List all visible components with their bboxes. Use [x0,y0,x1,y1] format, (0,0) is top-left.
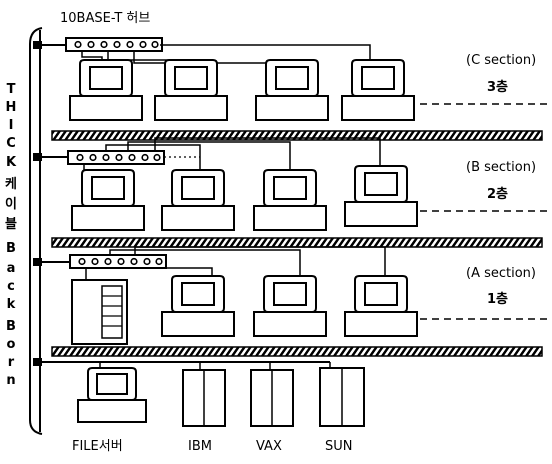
server-label: VAX [256,439,282,454]
section-label: (B section) [466,160,536,175]
cable-label-char: k [7,297,16,312]
server-row: FILE서버 IBM VAX SUN [42,361,365,454]
workstation [344,275,418,337]
workstation [341,59,415,121]
cable-label-char: 케 [5,177,17,192]
vax-system [250,369,294,427]
workstation [253,275,327,337]
floor-1-group: (A section) 1층 [42,246,548,357]
server-label: SUN [325,439,353,454]
tap-connector [33,358,42,366]
workstation [255,59,329,121]
cable-label-char: B [6,319,16,334]
sun-system [319,367,365,427]
cable-label-char: c [7,279,15,294]
workstation [344,165,418,227]
hub-floor-2 [67,150,165,165]
section-label: (C section) [466,53,536,68]
tap-connector [33,41,42,49]
cable-label-char: H [6,100,17,115]
hub-title: 10BASE-T 허브 [60,11,150,26]
ibm-mainframe [182,369,226,427]
workstation [161,169,235,231]
floor-slab [51,346,543,357]
cable-label-char: a [7,261,16,276]
tap-connector [33,258,42,266]
cable-label-char: 블 [5,217,17,232]
floor-label: 3층 [487,79,508,95]
floor-slab [51,237,543,248]
workstation [253,169,327,231]
cable-label-char: C [6,136,16,151]
file-server-tower [71,279,128,345]
section-label: (A section) [466,266,536,281]
cable-label: T H I C K 케 이 블 B a c k B o r n [5,82,17,388]
floor-2-group: (B section) 2층 [42,137,548,248]
hub-floor-3 [65,37,163,52]
cable-label-char: n [6,373,15,388]
cable-label-char: r [8,355,15,370]
server-label: IBM [188,439,212,454]
cable-label-char: I [9,118,14,133]
file-server [77,367,147,423]
floor-3-group: (C section) 3층 [42,37,548,141]
tap-connector [33,153,42,161]
floor-slab [51,130,543,141]
floor-label: 1층 [487,291,508,307]
thick-backbone-cable [29,27,43,435]
workstation [69,59,143,121]
hub-floor-1 [69,254,167,269]
cable-label-char: o [7,337,16,352]
workstation [161,275,235,337]
cable-label-char: 이 [5,196,17,212]
workstation [154,59,228,121]
cable-label-char: T [7,82,16,97]
floor-label: 2층 [487,186,508,202]
server-label: FILE서버 [72,439,123,454]
cable-label-char: K [6,155,17,170]
cable-label-char: B [6,241,16,256]
workstation [71,169,145,231]
